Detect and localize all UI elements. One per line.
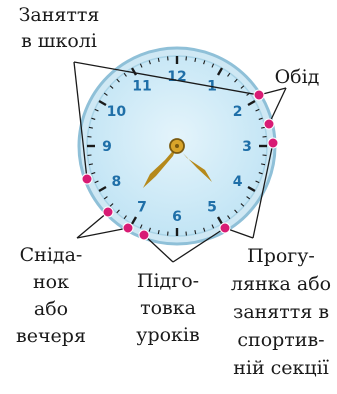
clock-number-3: 3 — [242, 139, 252, 155]
label-school-line1: Заняття — [4, 2, 114, 28]
label-breakfast-line1: Сніда- — [8, 242, 94, 269]
label-breakfast-line2: нок — [8, 269, 94, 296]
clock-center-dot — [175, 144, 179, 148]
clock-number-8: 8 — [112, 174, 122, 190]
marker-1500 — [268, 138, 278, 148]
breakfast-line-a — [77, 212, 108, 238]
label-homework-line3: уроків — [118, 322, 218, 349]
marker-1830 — [139, 230, 149, 240]
label-walk-line1: Прогу- — [225, 242, 337, 270]
marker-1330 — [254, 90, 264, 100]
marker-1430 — [264, 119, 274, 129]
label-breakfast-line4: вечеря — [8, 323, 94, 350]
clock-number-11: 11 — [132, 78, 151, 94]
lunch-line-b — [269, 88, 286, 124]
label-walk-line4: спортив- — [225, 326, 337, 354]
label-school-line2: в школі — [4, 28, 114, 54]
marker-1700 — [220, 223, 230, 233]
label-lunch-line1: Обід — [262, 64, 332, 90]
clock-number-10: 10 — [107, 104, 127, 120]
clock-number-4: 4 — [233, 174, 243, 190]
marker-1900 — [123, 223, 133, 233]
clock-number-9: 9 — [102, 139, 112, 155]
label-walk-line2: лянка або — [225, 270, 337, 298]
label-homework-line1: Підго- — [118, 268, 218, 295]
marker-1940 — [103, 207, 113, 217]
marker-0800 — [82, 174, 92, 184]
clock-number-6: 6 — [172, 209, 182, 225]
label-homework: Підго- товка уроків — [118, 268, 218, 349]
label-walk: Прогу- лянка або заняття в спортив- ній … — [225, 242, 337, 382]
clock-number-12: 12 — [167, 69, 186, 85]
label-walk-line5: ній секції — [225, 354, 337, 382]
label-lunch: Обід — [262, 64, 332, 90]
clock-number-5: 5 — [207, 200, 217, 216]
label-breakfast: Сніда- нок або вечеря — [8, 242, 94, 350]
label-homework-line2: товка — [118, 295, 218, 322]
clock-number-7: 7 — [137, 200, 147, 216]
breakfast-line-b — [77, 228, 128, 238]
label-walk-line3: заняття в — [225, 298, 337, 326]
clock-number-2: 2 — [233, 104, 243, 120]
label-breakfast-line3: або — [8, 296, 94, 323]
label-school: Заняття в школі — [4, 2, 114, 54]
